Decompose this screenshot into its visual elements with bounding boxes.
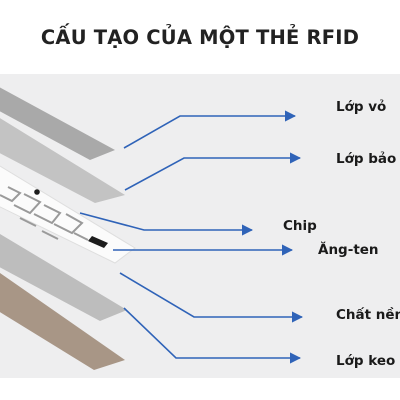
arrow-adhesive [123,307,302,364]
arrow-chip [79,212,254,236]
chip-dot [34,189,40,195]
label-outer-layer: Lớp vỏ [336,99,386,115]
label-substrate: Chất nền [336,306,400,323]
antenna-coil [0,186,89,241]
label-antenna: Ăng-ten [318,240,379,258]
label-protective-layer: Lớp bảo [336,151,396,167]
bottom-margin [0,378,400,400]
outer-layer-strip [0,87,115,160]
adhesive-strip [0,272,125,370]
antenna-pad [88,236,108,248]
protective-layer-strip [0,118,125,203]
diagram-title: CẤU TẠO CỦA MỘT THẺ RFID [40,25,360,49]
substrate-strip [0,233,127,321]
arrow-substrate [119,272,304,323]
arrow-protective-layer [124,152,302,191]
arrow-outer-layer [123,110,297,149]
label-adhesive: Lớp keo [336,353,395,369]
label-chip: Chip [283,218,317,234]
